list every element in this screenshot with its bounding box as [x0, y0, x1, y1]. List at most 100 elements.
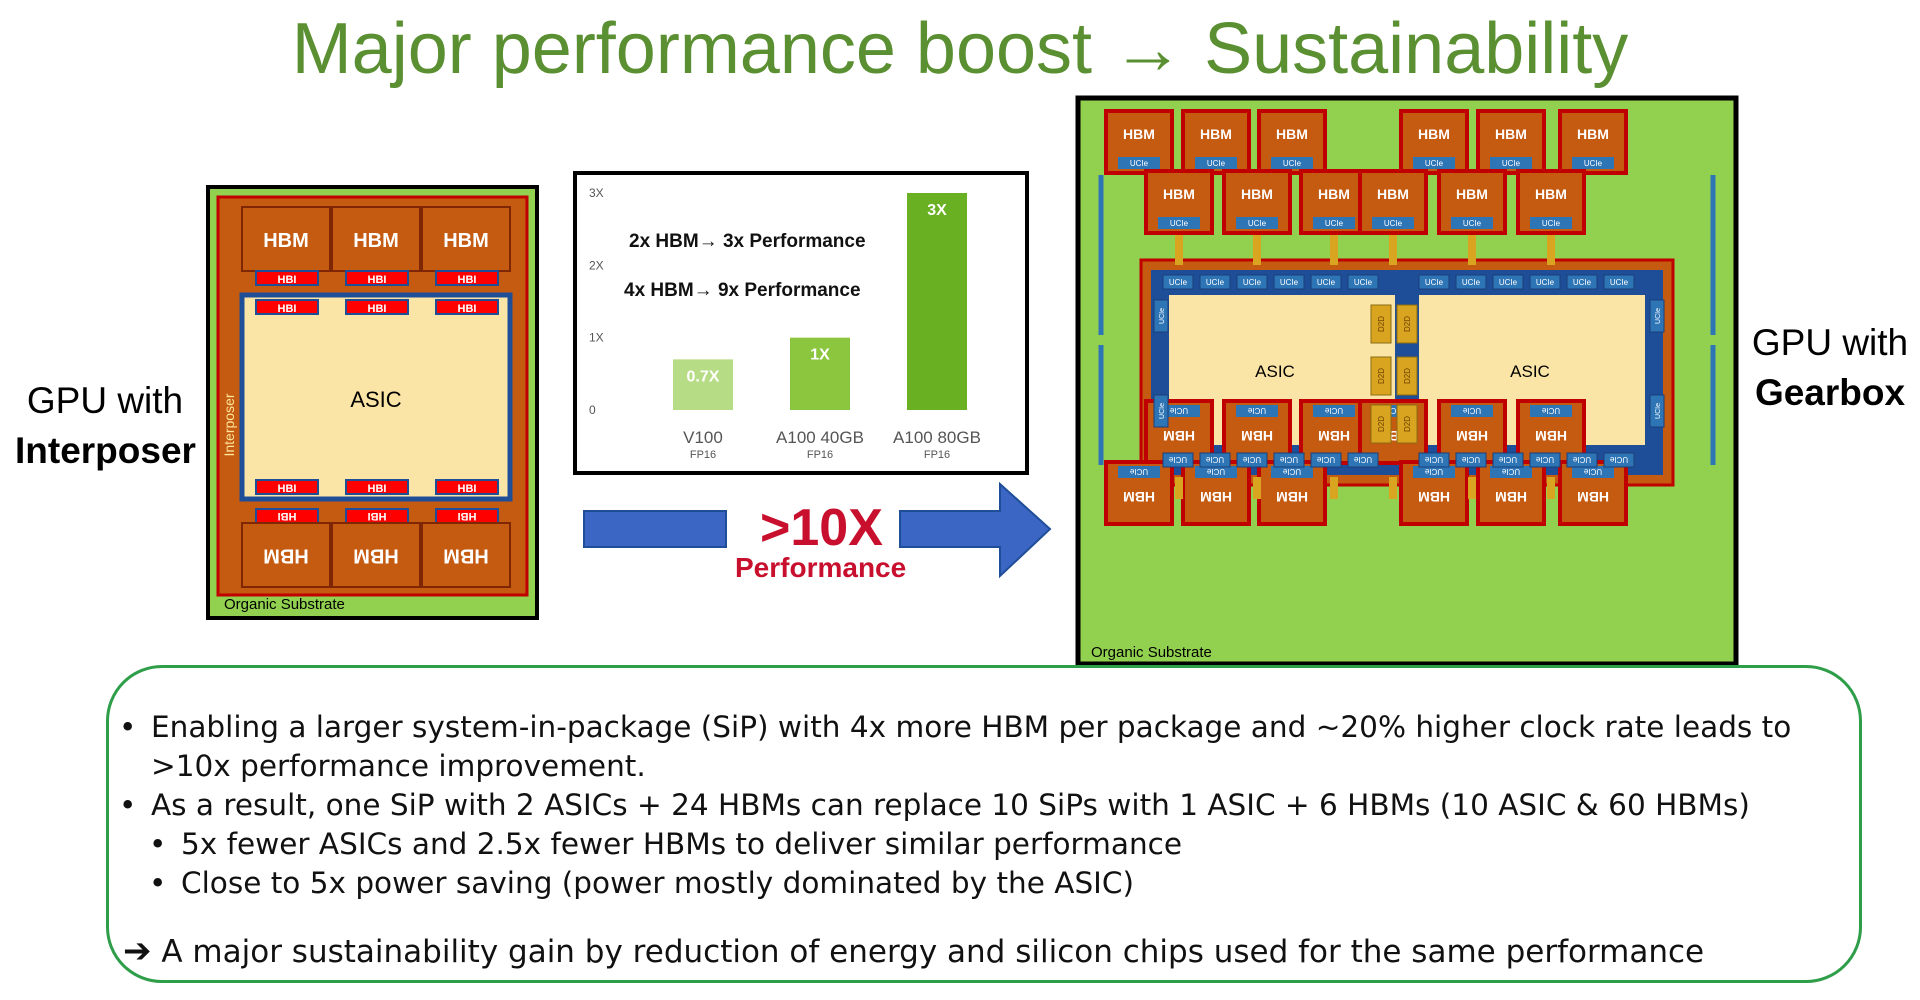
ucie-block	[1530, 217, 1572, 229]
right-label-line1: GPU with	[1751, 322, 1909, 363]
hbm-label: HBM	[1418, 126, 1450, 142]
conclusion-text: A major sustainability gain by reduction…	[161, 934, 1705, 970]
hbm-label: HBM	[1318, 186, 1350, 202]
ucie-block	[1529, 274, 1561, 290]
hbm-link	[1330, 235, 1338, 265]
hbi-block	[435, 299, 499, 315]
arrow-shaft-left	[583, 510, 727, 548]
hbm-link	[1389, 235, 1397, 265]
d2d-label: D2D	[1377, 316, 1386, 332]
d2d-block	[1370, 304, 1392, 344]
ucie-label: UCIe	[1316, 455, 1335, 464]
ucie-label: UCIe	[1384, 219, 1403, 228]
ucie-label: UCIe	[1205, 455, 1224, 464]
performance-gain-label: Performance	[735, 552, 907, 583]
ucie-label: UCIe	[1282, 467, 1301, 476]
hbm-label: HBM	[1318, 428, 1350, 444]
ucie-label: UCIe	[1206, 278, 1225, 287]
hbm-label: HBM	[263, 545, 309, 567]
x-tick-label: A100 80GB	[893, 428, 981, 447]
hbm-chip	[331, 206, 421, 272]
y-tick-label: 2X	[589, 258, 604, 272]
ucie-block	[1529, 452, 1561, 468]
hbi-label: HBI	[368, 303, 387, 315]
ucie-block	[1236, 217, 1278, 229]
ucie-label: UCIe	[1461, 455, 1480, 464]
x-tick-sublabel: FP16	[690, 449, 716, 461]
ucie-block	[1271, 157, 1313, 169]
ucie-block	[1313, 217, 1355, 229]
ucie-label: UCIe	[1501, 467, 1520, 476]
ucie-label: UCIe	[1424, 455, 1443, 464]
hbi-label: HBI	[368, 483, 387, 495]
slide-title: Major performance boost → Sustainability	[291, 9, 1629, 89]
ucie-block	[1413, 157, 1455, 169]
summary-box: Enabling a larger system-in-package (SiP…	[106, 665, 1862, 983]
arrow-head-right	[899, 482, 1052, 579]
chart-annotation-1: 2x HBM→ 3x Performance	[629, 231, 866, 252]
d2d-label: D2D	[1377, 416, 1386, 432]
hbi-block	[345, 479, 409, 495]
d2d-block	[1370, 404, 1392, 444]
d2d-block	[1370, 356, 1392, 396]
ucie-label: UCIe	[1541, 406, 1560, 415]
ucie-label: UCIe	[1159, 403, 1166, 419]
ucie-block	[1313, 405, 1355, 417]
x-tick-sublabel: FP16	[924, 449, 950, 461]
hbi-block	[255, 270, 319, 286]
d2d-block	[1396, 304, 1418, 344]
ucie-block	[1158, 217, 1200, 229]
d2d-label: D2D	[1403, 368, 1412, 384]
d2d-label: D2D	[1377, 368, 1386, 384]
hbm-label: HBM	[1276, 489, 1308, 505]
hbm-label: HBM	[1577, 126, 1609, 142]
ucie-label: UCIe	[1169, 406, 1188, 415]
hbm-label: HBM	[263, 230, 309, 252]
hbm-label: HBM	[443, 230, 489, 252]
ucie-block	[1153, 299, 1169, 333]
ucie-block	[1236, 405, 1278, 417]
ucie-block	[1603, 452, 1635, 468]
ucie-block	[1492, 274, 1524, 290]
ucie-block	[1451, 405, 1493, 417]
ucie-label: UCIe	[1248, 219, 1267, 228]
hbm-label: HBM	[1377, 186, 1409, 202]
bar-v100	[673, 359, 733, 410]
bar-data-label: 1X	[810, 347, 830, 364]
ucie-block	[1273, 452, 1305, 468]
asic-right-label: ASIC	[1510, 362, 1550, 381]
ucie-label: UCIe	[1655, 308, 1662, 324]
gearbox-package-diagram: Organic Substrate ASIC ASIC HBMUCIeHBMUC…	[1075, 95, 1739, 667]
left-label-line2: Interposer	[15, 430, 196, 471]
hbi-label: HBI	[458, 510, 477, 522]
hbm-chip	[241, 522, 331, 588]
ucie-label: UCIe	[1463, 219, 1482, 228]
hbm-label: HBM	[1456, 428, 1488, 444]
hbm-link	[1547, 235, 1555, 265]
d2d-label: D2D	[1403, 416, 1412, 432]
ucie-block	[1413, 466, 1455, 478]
hbi-block	[255, 299, 319, 315]
asic-label: ASIC	[350, 387, 401, 412]
bullet-1-line-2: >10x performance improvement.	[151, 749, 646, 783]
hbi-label: HBI	[458, 483, 477, 495]
asic-left-label: ASIC	[1255, 362, 1295, 381]
x-tick-label: V100	[683, 428, 723, 447]
x-tick-sublabel: FP16	[807, 449, 833, 461]
bar-data-label: 0.7X	[687, 368, 720, 385]
hbm-link	[1253, 235, 1261, 265]
hbm-label: HBM	[1241, 428, 1273, 444]
ucie-block	[1347, 452, 1379, 468]
ucie-block	[1236, 452, 1268, 468]
ucie-label: UCIe	[1655, 403, 1662, 419]
ucie-label: UCIe	[1130, 159, 1149, 168]
hbm-link	[1175, 235, 1183, 265]
bottom-hbm-row: HBI HBI HBI HBM HBM HBM	[241, 508, 511, 588]
hbi-block	[435, 270, 499, 286]
hbm-label: HBM	[1163, 186, 1195, 202]
hbm-label: HBM	[1123, 126, 1155, 142]
hbm-label: HBM	[1577, 489, 1609, 505]
ucie-block	[1490, 157, 1532, 169]
hbm-label: HBM	[1495, 126, 1527, 142]
ucie-label: UCIe	[1243, 278, 1262, 287]
